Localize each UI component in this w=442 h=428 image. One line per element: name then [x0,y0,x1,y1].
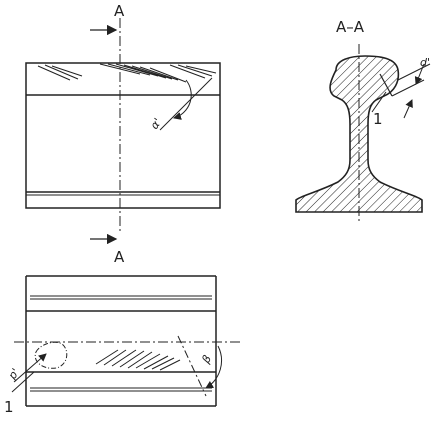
alpha-angle-arc [173,79,192,120]
angle-alpha-label: α' [148,116,165,132]
angle-beta-label: β [199,353,214,366]
dimension-d-arrow-lower [403,99,413,119]
side-view-top [25,18,221,245]
callout-leader [371,91,387,113]
plan-view-bottom [11,275,240,407]
plan-diagonal-line [177,335,207,397]
bottom-callout-leader [11,371,35,393]
alpha-construction-line [159,77,213,131]
head-crack-line [379,73,393,97]
dimension-d-label: d' [420,56,430,69]
dimension-extension-upper [397,63,431,81]
defect-outline [34,341,68,369]
beta-angle-arc [205,345,222,389]
side-view-outline [25,62,221,209]
section-marker-top-label: A [114,2,125,20]
dimension-p-label: p' [5,366,22,382]
section-view-title: A–A [336,18,365,36]
plan-defect-marks [95,349,181,371]
dimension-d-arrow [414,63,425,85]
rail-cross-section [295,44,431,222]
bottom-view-callout-number: 1 [4,398,14,416]
head-defect-marks [37,63,217,83]
section-marker-bottom-label: A [114,248,125,266]
dimension-p-arrow [13,353,47,383]
section-callout-number: 1 [373,110,383,128]
